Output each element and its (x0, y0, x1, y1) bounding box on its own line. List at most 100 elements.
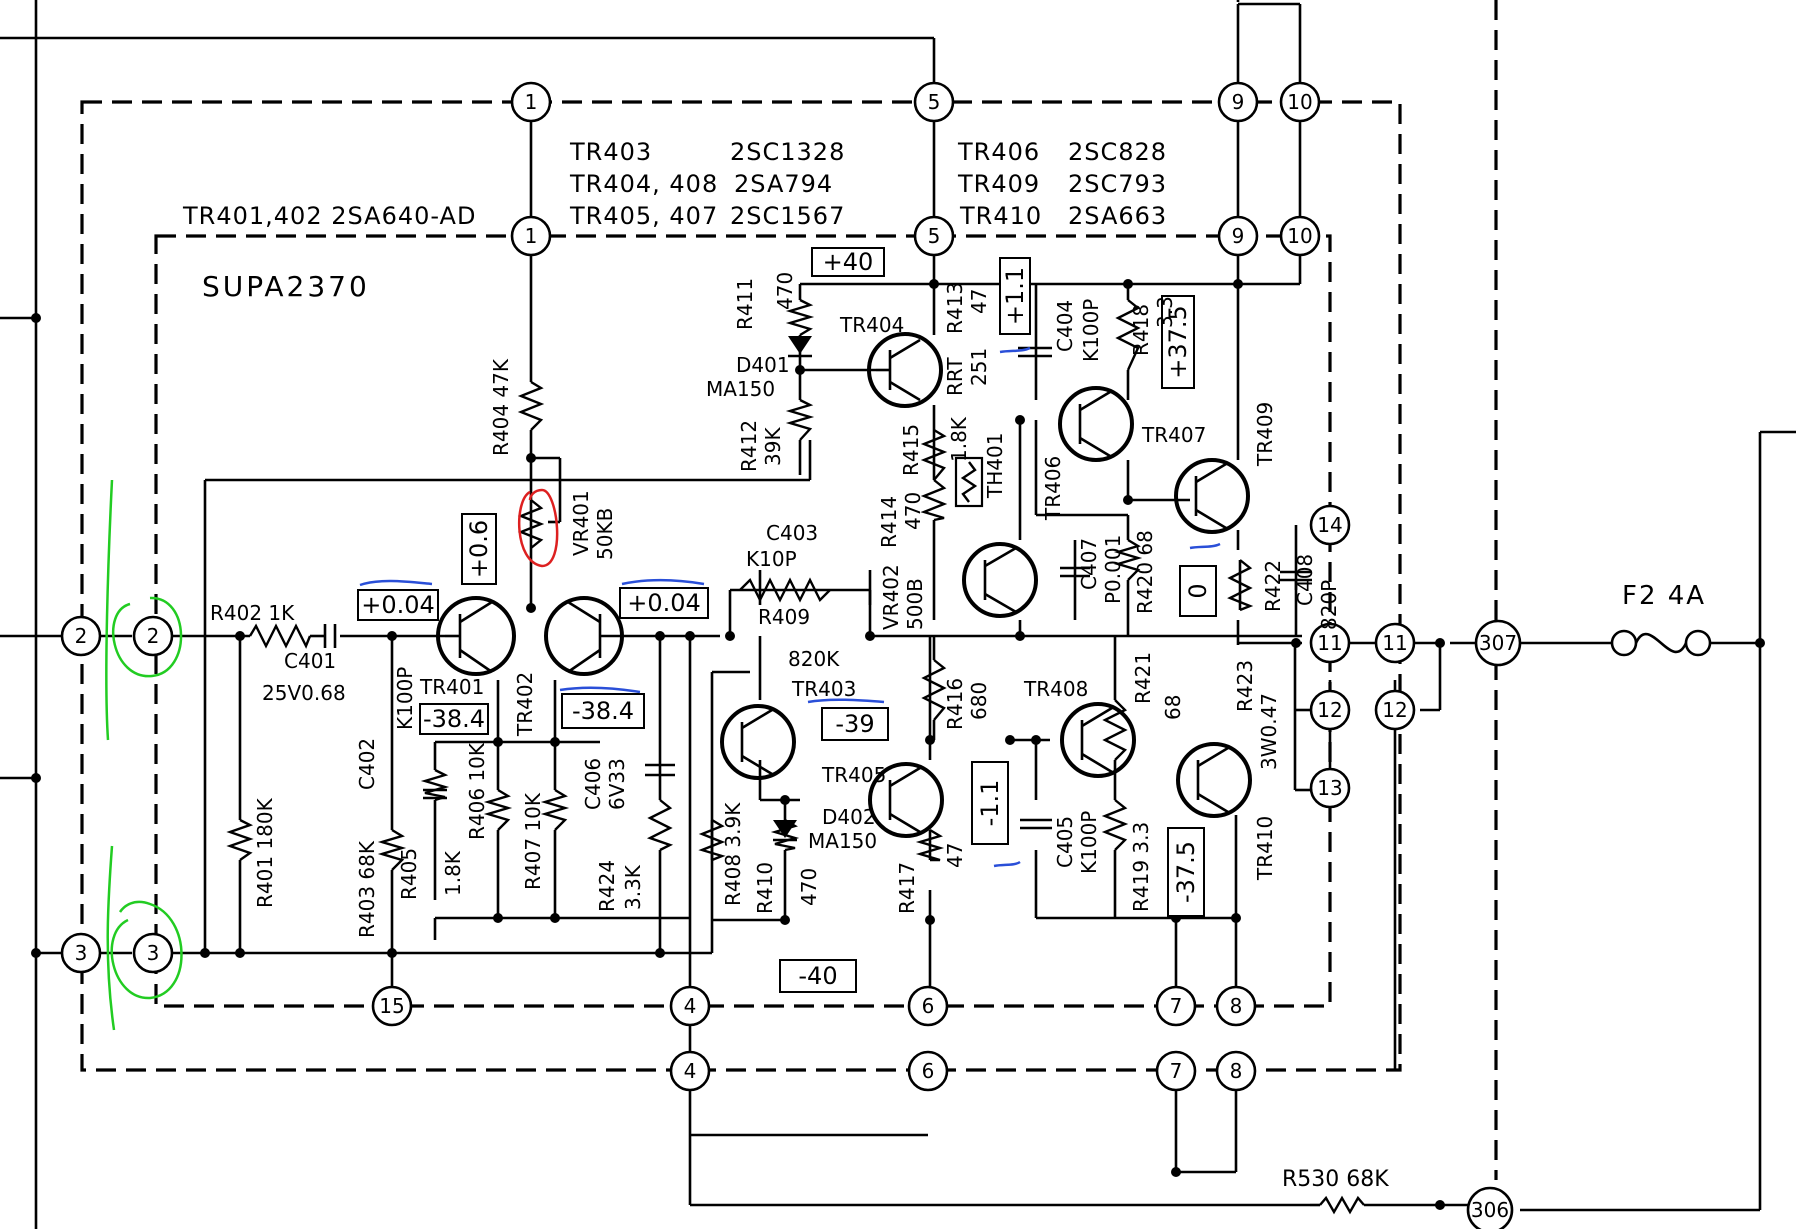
svg-text:K10P: K10P (746, 547, 797, 571)
svg-text:TR405, 407: TR405, 407 (569, 202, 718, 230)
svg-text:R408 3.9K: R408 3.9K (721, 802, 745, 906)
node-307: 307 (1474, 619, 1522, 667)
node-4-inner: 4 (669, 985, 711, 1027)
svg-text:2: 2 (75, 624, 88, 648)
diodes (773, 336, 984, 842)
transistor-tr410 (1176, 742, 1252, 818)
svg-text:TR405: TR405 (821, 763, 886, 787)
svg-text:MA150: MA150 (706, 377, 775, 401)
component-labels: R411 470 D401 MA150 R412 39K TR404 R413 … (210, 272, 1706, 1192)
node-3-outer: 3 (60, 932, 102, 974)
svg-text:3.3: 3.3 (1153, 296, 1177, 328)
svg-text:10: 10 (1287, 224, 1312, 248)
svg-text:D402: D402 (822, 805, 876, 829)
svg-text:306: 306 (1471, 1198, 1509, 1222)
svg-text:R402 1K: R402 1K (210, 601, 295, 625)
node-2-outer: 2 (60, 615, 102, 657)
svg-text:+1.1: +1.1 (1001, 267, 1029, 325)
svg-text:39K: 39K (761, 427, 785, 466)
svg-text:R414: R414 (877, 496, 901, 548)
svg-text:2SA663: 2SA663 (1068, 202, 1167, 230)
svg-text:15: 15 (379, 994, 404, 1018)
svg-text:820P: 820P (1317, 580, 1341, 630)
svg-text:14: 14 (1317, 513, 1342, 537)
title-block: SUPA2370 TR401,402 2SA640-AD TR403 2SC13… (182, 138, 1167, 303)
svg-text:5: 5 (928, 224, 941, 248)
svg-text:2SC828: 2SC828 (1068, 138, 1167, 166)
svg-text:10: 10 (1287, 90, 1312, 114)
svg-text:1.8K: 1.8K (441, 850, 465, 896)
green-circle-node-2 (105, 479, 183, 741)
voltage-plus-1-1: +1.1 (999, 257, 1031, 335)
node-11-inner: 11 (1309, 622, 1351, 664)
svg-text:F2 4A: F2 4A (1622, 581, 1706, 611)
svg-text:6: 6 (922, 1059, 935, 1083)
node-5-top: 5 (913, 81, 955, 123)
svg-text:TR410: TR410 (959, 202, 1042, 230)
svg-text:-40: -40 (798, 962, 837, 990)
svg-text:68: 68 (1161, 695, 1185, 720)
svg-text:9: 9 (1232, 90, 1245, 114)
svg-text:C405: C405 (1053, 816, 1077, 868)
svg-text:R405: R405 (397, 848, 421, 900)
node-7-inner: 7 (1155, 985, 1197, 1027)
node-3-inner: 3 (132, 932, 174, 974)
svg-text:R413: R413 (943, 282, 967, 334)
svg-text:K100P: K100P (393, 667, 417, 730)
svg-text:C403: C403 (766, 521, 818, 545)
voltage-plus-0-6: +0.6 (461, 513, 497, 585)
svg-text:C406: C406 (581, 758, 605, 810)
green-circle-node-3 (106, 845, 183, 1031)
svg-text:25V0.68: 25V0.68 (262, 681, 346, 705)
svg-text:R406 10K: R406 10K (465, 742, 489, 840)
node-306: 306 (1466, 1186, 1514, 1229)
svg-text:2SA794: 2SA794 (734, 170, 833, 198)
transistor-tr406 (962, 542, 1038, 618)
svg-text:307: 307 (1479, 631, 1517, 655)
svg-text:R409: R409 (758, 605, 810, 629)
blue-underline-4 (807, 698, 885, 704)
svg-text:D401: D401 (736, 353, 790, 377)
module-boundaries (80, 100, 1402, 1072)
svg-text:R530 68K: R530 68K (1282, 1167, 1389, 1192)
svg-text:C402: C402 (355, 738, 379, 790)
svg-text:4: 4 (684, 1059, 697, 1083)
svg-text:C401: C401 (284, 649, 336, 673)
svg-text:MA150: MA150 (808, 829, 877, 853)
svg-text:P0.001: P0.001 (1101, 535, 1125, 604)
svg-text:1: 1 (525, 224, 538, 248)
voltage-minus-1-1: -1.1 (971, 761, 1009, 845)
svg-text:251: 251 (967, 348, 991, 386)
svg-text:R420 68: R420 68 (1133, 530, 1157, 614)
resistors (226, 298, 1365, 1215)
svg-text:K100P: K100P (1079, 299, 1103, 362)
svg-text:2SC793: 2SC793 (1068, 170, 1167, 198)
connection-nodes: 1 5 9 10 1 5 9 10 2 2 3 3 15 4 4 6 6 7 8… (60, 81, 1522, 1229)
red-circle-vr401 (517, 488, 559, 568)
blue-underline-1 (359, 579, 433, 587)
svg-text:3W0.47: 3W0.47 (1257, 693, 1281, 770)
svg-text:RRT: RRT (943, 357, 967, 396)
hand-markups (105, 346, 1221, 1031)
voltage-zero: 0 (1179, 565, 1217, 617)
svg-text:TR409: TR409 (957, 170, 1040, 198)
blue-mark-7 (993, 860, 1021, 868)
svg-text:R404 47K: R404 47K (489, 358, 513, 456)
node-7-outer: 7 (1155, 1050, 1197, 1092)
svg-text:R401 180K: R401 180K (253, 797, 277, 908)
capacitors (323, 346, 1312, 830)
svg-text:TR410: TR410 (1253, 816, 1277, 881)
node-5-inner: 5 (913, 215, 955, 257)
blue-mark-6 (1189, 542, 1221, 550)
module-name: SUPA2370 (202, 270, 370, 303)
voltage-plus-0-04-left: +0.04 (357, 589, 439, 621)
svg-text:3: 3 (75, 941, 88, 965)
svg-text:470: 470 (797, 868, 821, 906)
svg-text:R419 3.3: R419 3.3 (1129, 822, 1153, 912)
node-1-inner: 1 (510, 215, 552, 257)
transistor-tr405 (868, 762, 944, 838)
svg-text:R423: R423 (1233, 660, 1257, 712)
node-12-outer: 12 (1374, 689, 1416, 731)
svg-text:1.8K: 1.8K (947, 416, 971, 462)
svg-text:9: 9 (1232, 224, 1245, 248)
